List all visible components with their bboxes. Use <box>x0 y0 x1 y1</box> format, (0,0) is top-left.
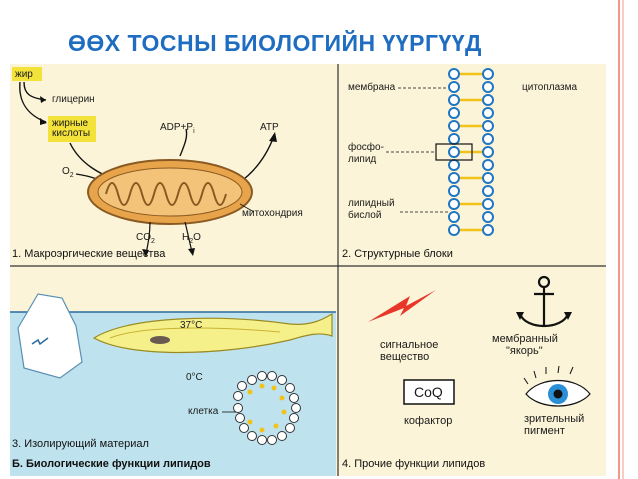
label-mitochondria: митохондрия <box>242 208 303 219</box>
label-h2o: H2O <box>182 232 201 245</box>
label-cofactor: кофактор <box>404 415 453 427</box>
figure-caption: Б. Биологические функции липидов <box>12 458 211 470</box>
label-fat: жир <box>15 69 33 80</box>
panel-other-functions: сигнальное вещество мембранный "якорь" C… <box>340 268 606 476</box>
label-anchor-1: мембранный <box>492 333 558 345</box>
label-cytoplasm: цитоплазма <box>522 82 578 93</box>
label-co2: CO2 <box>136 232 155 245</box>
slide-border <box>618 0 624 479</box>
label-bilayer-1: липидный <box>348 198 395 209</box>
label-pigment-1: зрительный <box>524 413 585 425</box>
lipid-functions-figure: жир глицерин жирные кислоты ADP+Pi ATP O… <box>10 64 606 476</box>
label-anchor-2: "якорь" <box>506 345 543 357</box>
label-fatty-acids-1: жирные <box>52 118 89 129</box>
panel-structural: мембрана цитоплазма фосфо- липид липидны… <box>340 64 606 266</box>
label-o2: O2 <box>62 166 74 179</box>
label-coq: CoQ <box>414 384 443 400</box>
label-temp-warm: 37°C <box>180 320 203 331</box>
whale-insulation-diagram <box>10 293 336 476</box>
panel-insulating: 37°C 0°C клетка 3. Изолирующий материал … <box>10 268 336 476</box>
slide-title: ӨӨХ ТОСНЫ БИОЛОГИЙН ҮҮРГҮҮД <box>68 30 482 56</box>
macroergic-diagram <box>12 67 277 257</box>
label-phospholipid-2: липид <box>348 154 377 165</box>
label-adp: ADP+Pi <box>160 122 195 135</box>
caption-structural: 2. Структурные блоки <box>342 248 453 260</box>
label-phospholipid-1: фосфо- <box>348 142 384 153</box>
label-fatty-acids-2: кислоты <box>52 128 91 139</box>
label-cell: клетка <box>188 406 219 417</box>
lipid-bilayer-diagram <box>386 68 494 236</box>
label-membrane: мембрана <box>348 82 396 93</box>
label-glycerol: глицерин <box>52 94 95 105</box>
caption-macroergic: 1. Макроэргические вещества <box>12 248 166 260</box>
anchor-icon <box>518 275 570 327</box>
other-functions-diagram <box>368 275 591 407</box>
label-signal-1: сигнальное <box>380 339 439 351</box>
label-bilayer-2: бислой <box>348 210 382 221</box>
panel-macroergic: жир глицерин жирные кислоты ADP+Pi ATP O… <box>10 64 336 266</box>
caption-insulating: 3. Изолирующий материал <box>12 438 149 450</box>
eye-icon <box>523 365 591 407</box>
label-pigment-2: пигмент <box>524 425 565 437</box>
caption-other-functions: 4. Прочие функции липидов <box>342 458 486 470</box>
label-temp-cold: 0°C <box>186 372 203 383</box>
label-atp: ATP <box>260 122 279 133</box>
label-signal-2: вещество <box>380 351 430 363</box>
